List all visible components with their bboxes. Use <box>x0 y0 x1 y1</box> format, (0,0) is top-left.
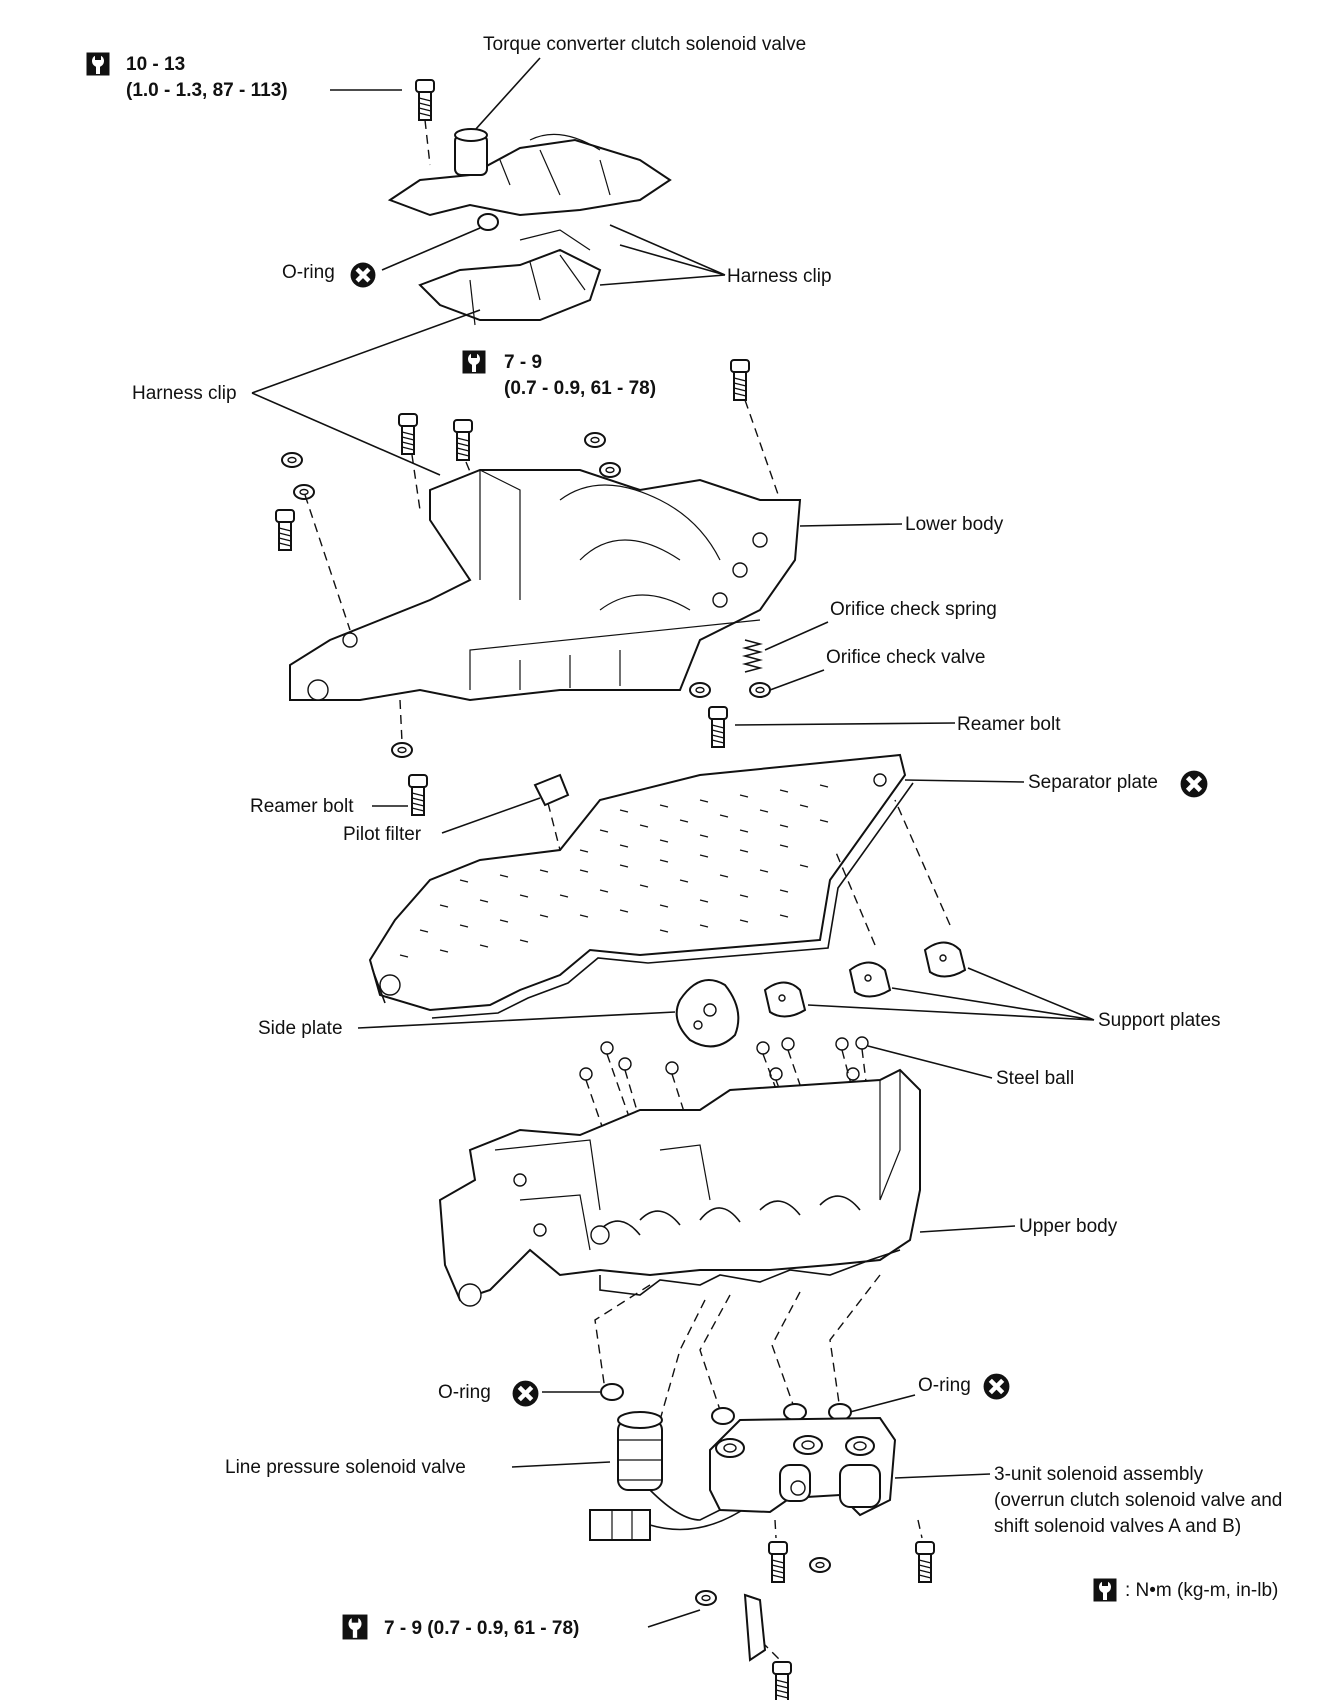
torque-top-value: 10 - 13 <box>126 54 185 75</box>
orifice-spring-label: Orifice check spring <box>830 599 997 620</box>
solenoid-3unit-label-2: (overrun clutch solenoid valve and <box>994 1490 1282 1511</box>
bottom-bolts <box>695 1519 935 1703</box>
oring-right: O-ring <box>711 1374 1010 1425</box>
torque-spec-top: 10 - 13 (1.0 - 1.3, 87 - 113) <box>86 52 402 101</box>
legend-units-label: : N•m (kg-m, in-lb) <box>1125 1580 1278 1601</box>
torque-wrench-icon <box>342 1614 368 1640</box>
torque-converter-label: Torque converter clutch solenoid valve <box>483 34 806 55</box>
line-pressure-solenoid-valve: Line pressure solenoid valve <box>225 1411 761 1541</box>
harness-clip-assembly <box>418 229 602 326</box>
harness-clip-left-label: Harness clip <box>132 383 237 404</box>
three-unit-solenoid-assembly: 3-unit solenoid assembly (overrun clutch… <box>709 1416 1282 1537</box>
do-not-reuse-icon <box>351 263 376 288</box>
line-pressure-label: Line pressure solenoid valve <box>225 1457 466 1478</box>
torque-bottom-value: 7 - 9 (0.7 - 0.9, 61 - 78) <box>384 1618 579 1639</box>
upper-body: Upper body <box>438 1068 1118 1307</box>
do-not-reuse-icon <box>513 1381 539 1407</box>
torque-spec-bottom: 7 - 9 (0.7 - 0.9, 61 - 78) <box>342 1609 701 1640</box>
separator-plate-label: Separator plate <box>1028 772 1158 793</box>
separator-plate: Separator plate <box>368 753 1208 1019</box>
oring-left-label: O-ring <box>438 1382 491 1403</box>
torque-wrench-icon <box>86 52 110 76</box>
torque-mid-value: 7 - 9 <box>504 352 542 373</box>
side-plate-label: Side plate <box>258 1018 343 1039</box>
solenoid-3unit-label-1: 3-unit solenoid assembly <box>994 1464 1204 1485</box>
steel-ball-label: Steel ball <box>996 1068 1074 1089</box>
torque-converter-solenoid <box>387 79 672 231</box>
do-not-reuse-icon <box>984 1374 1010 1400</box>
torque-spec-mid: 7 - 9 (0.7 - 0.9, 61 - 78) <box>462 350 656 399</box>
oring-top-label: O-ring <box>282 262 335 283</box>
oring-top: O-ring <box>282 227 481 288</box>
support-plates: Support plates <box>763 799 1221 1031</box>
orifice-check-spring <box>741 639 764 673</box>
reamer-bolt-right-label: Reamer bolt <box>957 714 1061 735</box>
oring-left: O-ring <box>438 1381 624 1407</box>
side-plate: Side plate <box>258 979 740 1048</box>
legend: : N•m (kg-m, in-lb) <box>1093 1578 1278 1602</box>
lower-body <box>289 469 802 702</box>
orifice-check-valve <box>749 682 771 698</box>
oring-right-label: O-ring <box>918 1375 971 1396</box>
harness-clip-right-label: Harness clip <box>727 266 832 287</box>
torque-top-range: (1.0 - 1.3, 87 - 113) <box>126 80 288 101</box>
torque-mid-range: (0.7 - 0.9, 61 - 78) <box>504 378 656 399</box>
pilot-filter-label: Pilot filter <box>343 824 422 845</box>
reamer-bolt-left-label: Reamer bolt <box>250 796 354 817</box>
solenoid-3unit-label-3: shift solenoid valves A and B) <box>994 1516 1241 1537</box>
upper-body-label: Upper body <box>1019 1216 1118 1237</box>
do-not-reuse-icon <box>1181 771 1208 798</box>
pilot-filter: Pilot filter <box>343 773 570 851</box>
torque-wrench-icon <box>462 350 486 374</box>
lower-body-label: Lower body <box>905 514 1004 535</box>
orifice-valve-label: Orifice check valve <box>826 647 985 668</box>
torque-wrench-icon <box>1093 1578 1117 1602</box>
reamer-bolt-right: Reamer bolt <box>689 682 1061 748</box>
reamer-bolt-left: Reamer bolt <box>250 699 428 817</box>
support-plates-label: Support plates <box>1098 1010 1221 1031</box>
